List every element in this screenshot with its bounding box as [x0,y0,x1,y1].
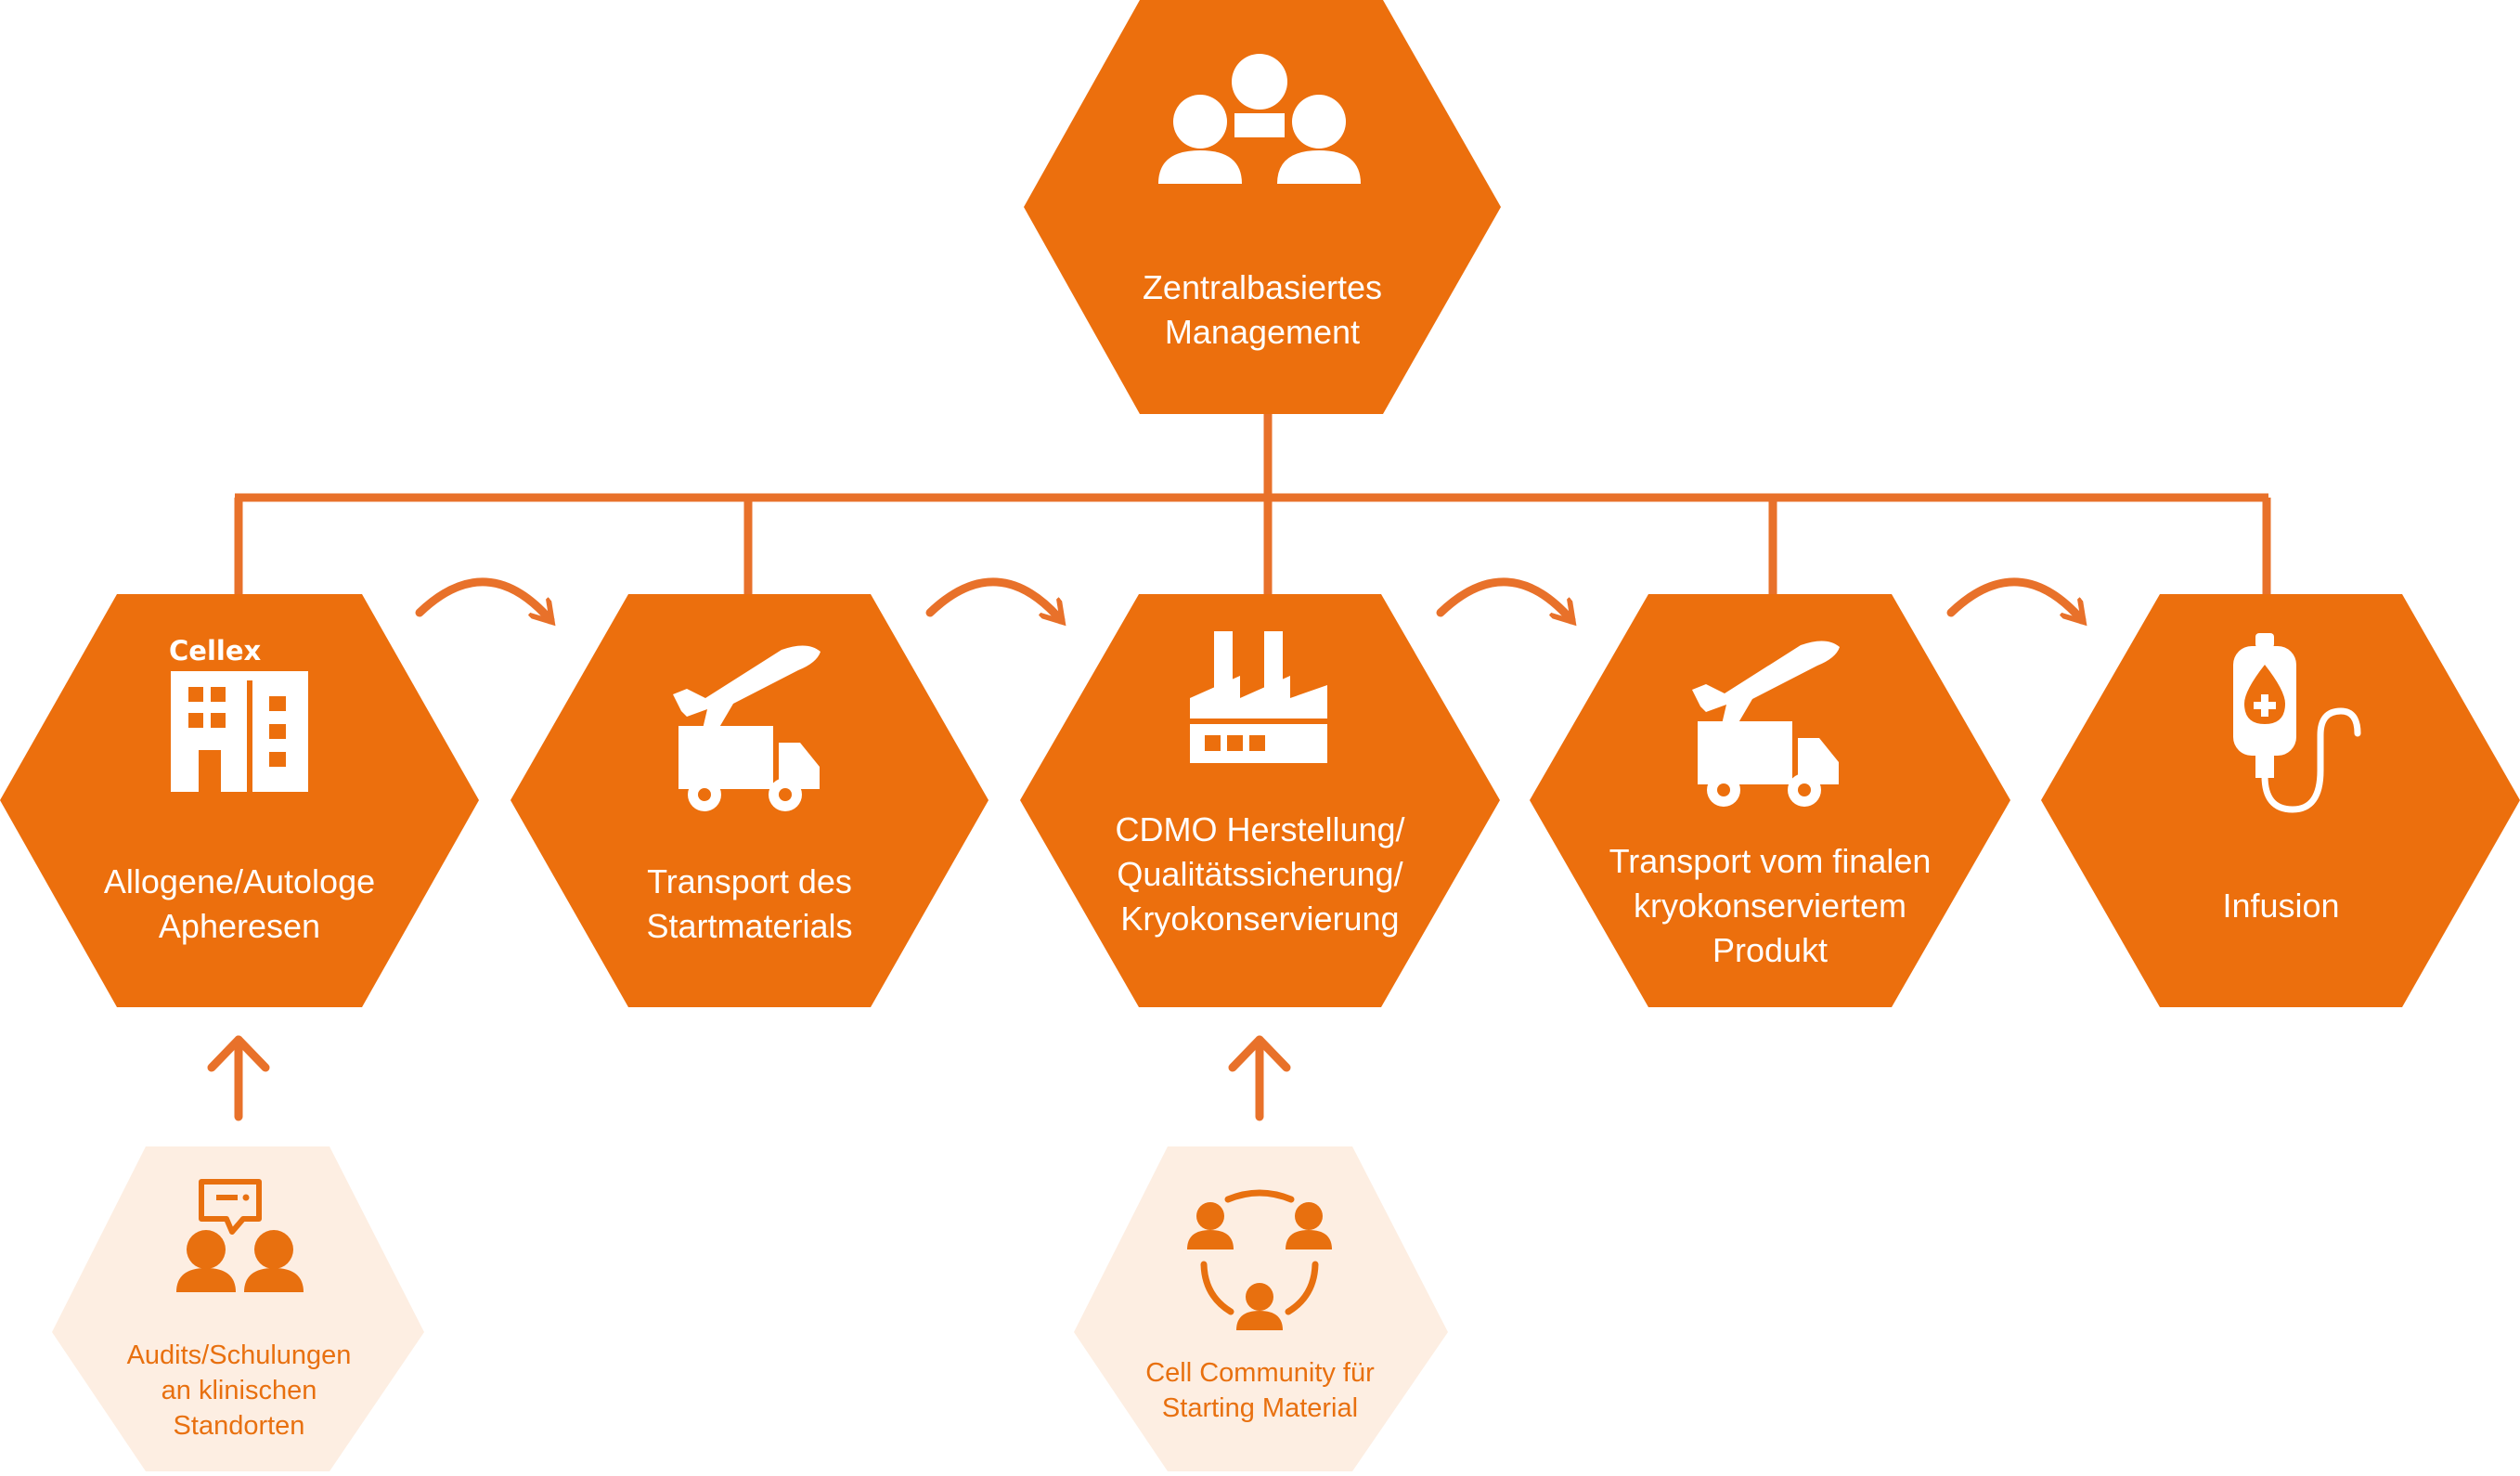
plane-truck-icon [673,645,821,811]
node-transport-final-line-3: Produkt [1712,931,1829,969]
node-cdmo-line-1: CDMO Herstellung/ [1115,810,1405,848]
node-infusion-line-1: Infusion [2222,887,2340,925]
node-community-line-1: Cell Community für [1145,1358,1375,1388]
team-icon [1158,54,1361,184]
node-apheresis-line-1: Allogene/Autologe [103,862,376,900]
hex-apheresis [0,594,479,1007]
hex-infusion [2041,594,2520,1007]
node-transport-final-label: Transport vom finalen kryokonserviertem … [1544,839,1997,973]
node-community-line-2: Starting Material [1161,1393,1359,1423]
node-transport-final-line-2: kryokonserviertem [1633,887,1907,925]
node-transport-final-line-1: Transport vom finalen [1609,842,1932,880]
node-transport-start-line-2: Startmaterials [646,907,853,945]
connector-lines [234,408,2271,594]
iv-bag-icon [2233,633,2361,813]
community-circle-icon [1187,1189,1332,1330]
node-transport-start-label: Transport des Startmaterials [529,860,970,949]
cellex-logo-text: Cellex [169,635,262,667]
node-infusion-label: Infusion [2056,884,2506,928]
node-cdmo-line-3: Kryokonservierung [1120,900,1400,938]
node-cdmo-line-2: Qualitätssicherung/ [1117,855,1403,893]
plane-truck-icon [1692,641,1840,807]
node-apheresis-label: Allogene/Autologe Apheresen [19,860,460,949]
hex-top [1024,0,1501,414]
flow-arrows [415,577,2082,620]
curved-arrow-icon [1436,577,1571,620]
hex-cdmo [1020,594,1500,1007]
curved-arrow-icon [925,577,1061,620]
node-audits-line-3: Standorten [173,1411,305,1441]
node-audits-line-1: Audits/Schulungen [126,1340,352,1370]
top-node-line-2: Management [1164,313,1361,351]
training-chat-icon [176,1179,304,1292]
curved-arrow-icon [415,577,550,620]
hex-transport-start [510,594,989,1007]
top-node-line-1: Zentralbasiertes [1142,268,1383,306]
up-arrow-icon [207,1035,270,1121]
up-arrow-icon [1228,1035,1291,1121]
factory-icon [1190,631,1327,763]
node-community-label: Cell Community für Starting Material [1095,1355,1425,1426]
node-audits-line-2: an klinischen [161,1376,317,1405]
node-transport-start-line-1: Transport des [647,862,852,900]
top-node-label: Zentralbasiertes Management [1030,265,1494,355]
node-audits-label: Audits/Schulungen an klinischen Standort… [74,1338,404,1444]
hex-audits [52,1146,424,1471]
curved-arrow-icon [1946,577,2082,620]
support-arrows [207,1035,1291,1121]
node-cdmo-label: CDMO Herstellung/ Qualitätssicherung/ Kr… [1035,808,1485,941]
hex-transport-final [1530,594,2010,1007]
node-apheresis-line-2: Apheresen [158,907,321,945]
hospital-building-icon [171,671,308,792]
